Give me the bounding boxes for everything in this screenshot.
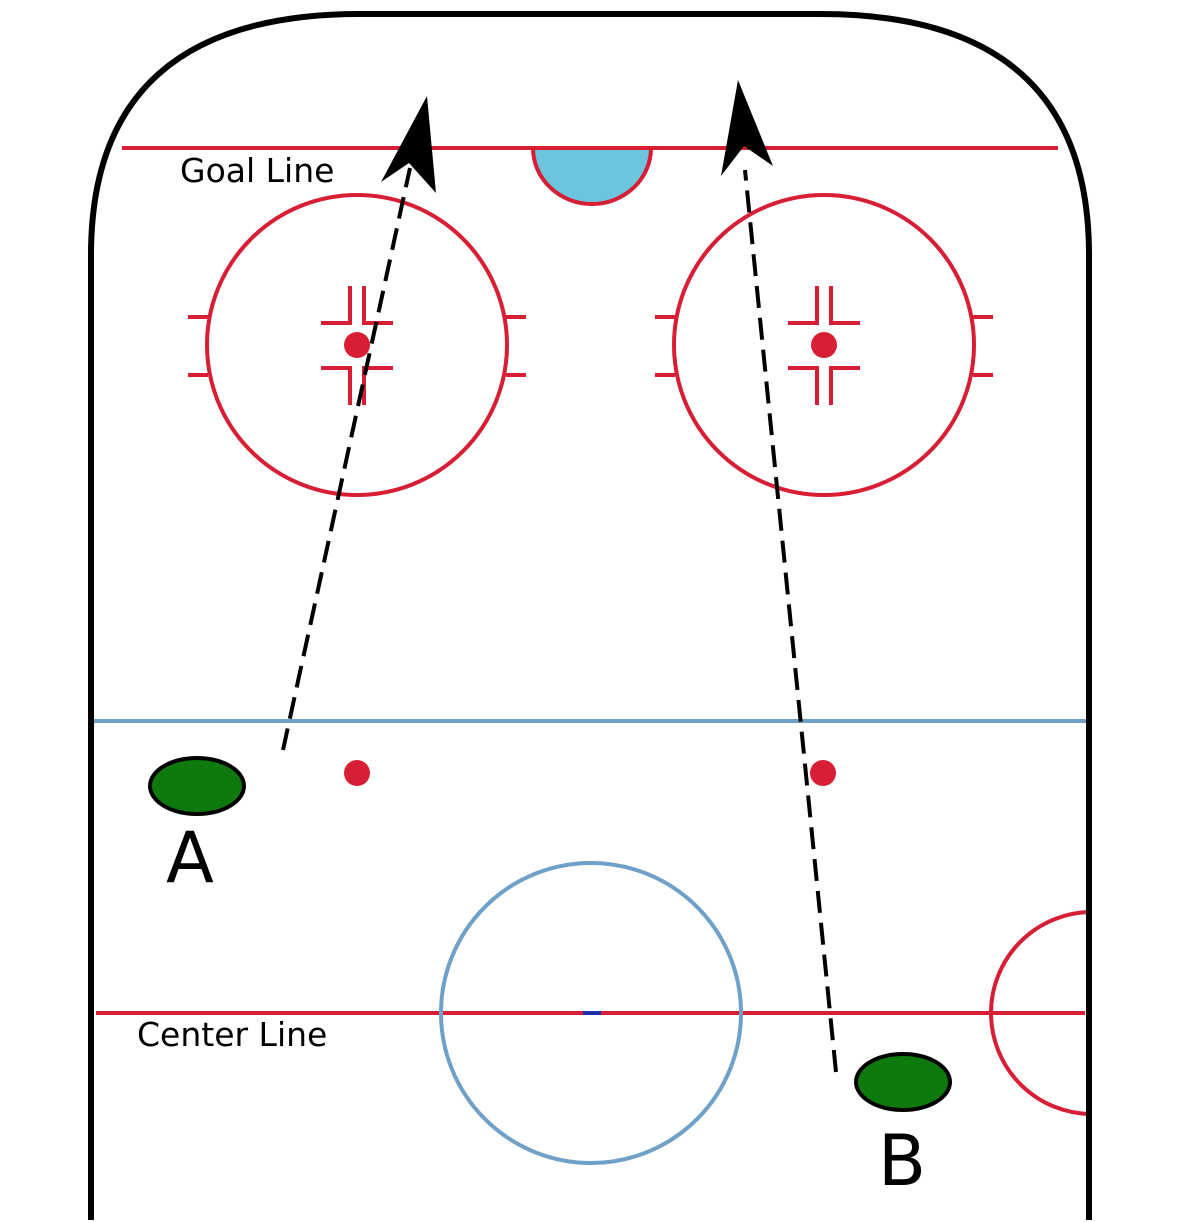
goal-crease (530, 146, 654, 206)
left-faceoff-circle (188, 193, 526, 497)
neutral-zone-dot-right (810, 760, 836, 786)
player-a-label: A (166, 817, 214, 899)
center-line-label: Center Line (137, 1015, 327, 1054)
player-b-path (743, 169, 838, 1073)
rink-boards (88, 11, 1092, 1220)
right-faceoff-dot (811, 332, 837, 358)
referee-crease (989, 910, 1089, 1116)
player-b-arrowhead (721, 80, 773, 176)
player-a-marker (148, 756, 246, 816)
neutral-zone-dot-left (344, 760, 370, 786)
right-faceoff-circle (655, 193, 993, 497)
player-b-marker (854, 1052, 952, 1112)
goal-line-label: Goal Line (180, 151, 334, 190)
player-a-arrowhead (381, 96, 436, 193)
center-circle (439, 861, 743, 1165)
left-faceoff-dot (344, 332, 370, 358)
player-a-path (281, 167, 412, 751)
player-b-label: B (878, 1120, 926, 1202)
